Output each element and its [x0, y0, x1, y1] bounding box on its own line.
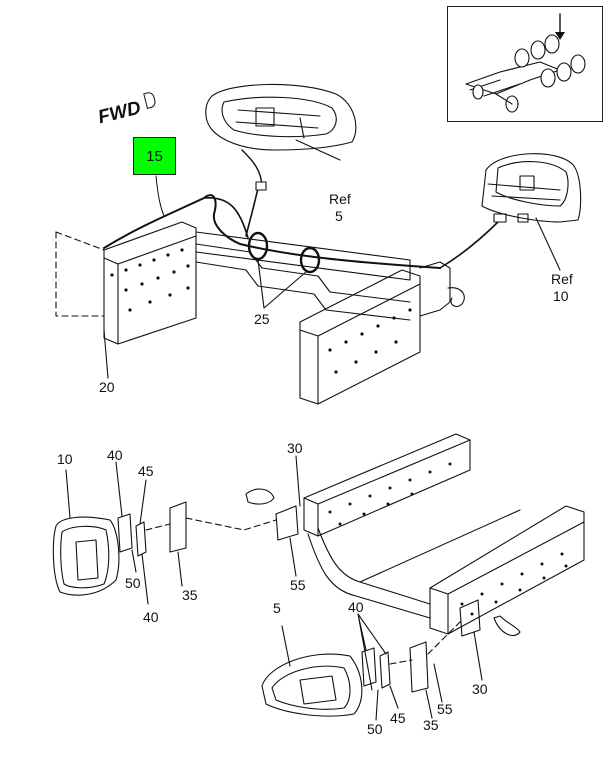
wiring-harness: [104, 195, 440, 268]
highlighted-callout-15[interactable]: 15: [133, 137, 176, 175]
callout-40-lower[interactable]: 40: [143, 609, 159, 625]
bracket-40-right: [362, 648, 376, 686]
callout-10[interactable]: 10: [57, 451, 73, 467]
callout-20[interactable]: 20: [99, 379, 115, 395]
callout-ref-10-ref: Ref: [551, 271, 573, 287]
callout-50-lower[interactable]: 50: [367, 721, 383, 737]
upper-frame-rail: [304, 434, 470, 536]
inset-frame: [447, 6, 603, 122]
cross-channel: [318, 528, 430, 604]
callout-55-lower[interactable]: 55: [437, 701, 453, 717]
harness-to-lamp-10: [440, 220, 500, 268]
leader-15: [156, 176, 164, 216]
clamp-25-right: [301, 248, 319, 272]
tow-hook: [448, 288, 464, 307]
right-frame-rail: [300, 270, 420, 404]
lamp-ref-10: [482, 154, 581, 270]
callout-45-lower[interactable]: 45: [390, 710, 406, 726]
tow-hook-upper: [246, 489, 274, 504]
lamp-ref-5: [206, 84, 356, 160]
lamp-5: [262, 654, 362, 716]
callout-35-right[interactable]: 35: [423, 717, 439, 733]
bracket-35-right: [410, 642, 428, 692]
connector: [494, 214, 506, 222]
callout-40-upper[interactable]: 40: [107, 447, 123, 463]
callout-50-upper[interactable]: 50: [125, 575, 141, 591]
lower-frame-rail: [430, 506, 584, 634]
tow-hook-lower: [494, 616, 520, 636]
bracket-30-upper: [276, 506, 298, 540]
callout-40-right[interactable]: 40: [348, 599, 364, 615]
clamp-25-left: [249, 233, 267, 259]
callout-ref-10-number[interactable]: 10: [553, 288, 569, 304]
left-frame-rail: [104, 222, 196, 344]
bracket-50-left: [136, 522, 146, 556]
callout-5[interactable]: 5: [273, 600, 281, 616]
bracket-35-left: [170, 502, 186, 552]
rivet-holes: [110, 248, 412, 374]
lamp-10: [53, 517, 119, 595]
bracket-40-left: [118, 514, 132, 552]
harness-branch: [246, 188, 258, 236]
callout-55-upper[interactable]: 55: [290, 577, 306, 593]
callout-15-label: 15: [146, 148, 163, 165]
callout-ref-5-number[interactable]: 5: [335, 208, 343, 224]
callout-30-lower[interactable]: 30: [472, 681, 488, 697]
top-frame-assembly: [56, 150, 528, 404]
bottom-frame-assembly: [53, 434, 584, 720]
callout-45-upper[interactable]: 45: [138, 463, 154, 479]
callout-30-upper[interactable]: 30: [287, 440, 303, 456]
callout-25[interactable]: 25: [254, 311, 270, 327]
bracket-30-lower: [460, 600, 480, 636]
vehicle-locator-inset: [466, 14, 585, 112]
tow-hook-bracket: [420, 262, 450, 316]
callout-ref-5-ref: Ref: [329, 191, 351, 207]
bracket-50-right: [380, 652, 390, 688]
callout-35-left[interactable]: 35: [182, 587, 198, 603]
frame-holes: [328, 462, 568, 616]
